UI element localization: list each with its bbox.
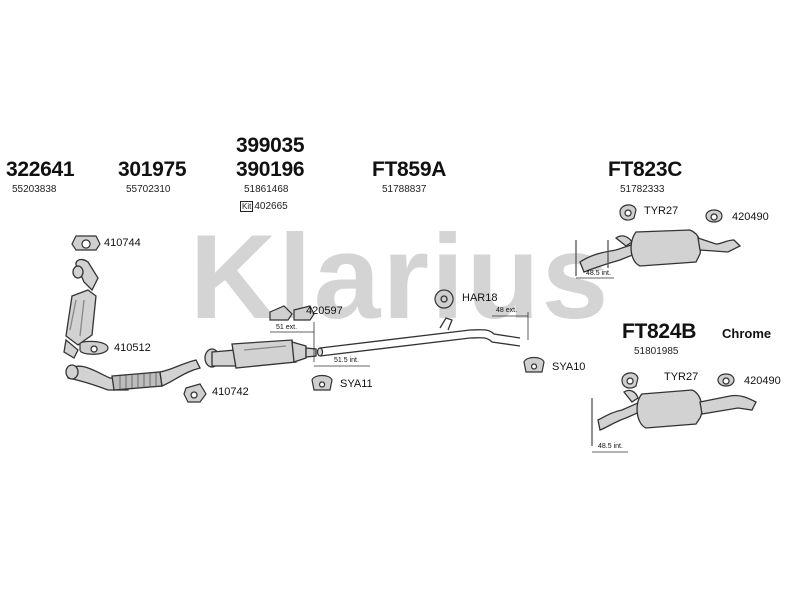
clamp-icon-420490-top — [705, 209, 723, 223]
fitting-label-420490-top: 420490 — [732, 211, 769, 223]
oem-number-ft859a: 51788837 — [382, 184, 427, 195]
oem-number-390196: 51861468 — [244, 184, 289, 195]
part-code-399035: 399035 — [236, 134, 305, 157]
part-code-390196: 390196 — [236, 158, 305, 181]
fitting-label-tyr27-bottom: TYR27 — [664, 371, 699, 383]
dimension-label-51-5-int: 51.5 int. — [334, 357, 359, 364]
clamp-icon-420490-bottom — [717, 373, 735, 387]
rubber-mount-icon-har18 — [434, 289, 454, 309]
part-code-ft824b: FT824B — [622, 320, 697, 343]
dimension-label-48-5-int-top: 48.5 int. — [586, 270, 611, 277]
watermark-logo: Klarius — [190, 210, 611, 344]
fitting-label-410512: 410512 — [114, 342, 151, 354]
dimension-label-48-5-int-bottom: 48.5 int. — [598, 443, 623, 450]
dimension-lines — [270, 277, 628, 453]
part-code-301975: 301975 — [118, 158, 187, 181]
fitting-label-sya11: SYA11 — [340, 378, 373, 390]
fitting-label-410744: 410744 — [104, 237, 141, 249]
fitting-label-sya10: SYA10 — [552, 361, 586, 373]
kit-number: 402665 — [254, 201, 288, 212]
fitting-label-har18: HAR18 — [462, 292, 498, 304]
clamp-kit-icon-420597 — [269, 305, 315, 321]
oem-number-322641: 55203838 — [12, 184, 57, 195]
fitting-label-410742: 410742 — [212, 386, 249, 398]
oem-number-301975: 55702310 — [126, 184, 171, 195]
fitting-label-420490-bottom: 420490 — [744, 375, 781, 387]
dimension-label-48-ext: 48 ext. — [496, 307, 518, 314]
rubber-mount-icon-sya10 — [523, 356, 545, 373]
fitting-label-420597: 420597 — [306, 305, 343, 317]
kit-badge: Kit — [240, 201, 254, 212]
rubber-mount-icon-sya11 — [311, 374, 333, 391]
rear-silencer-ft823c — [575, 229, 742, 276]
fitting-label-tyr27-top: TYR27 — [644, 205, 679, 217]
front-pipe-catalyst — [63, 258, 201, 391]
flange-gasket-icon-410744 — [71, 235, 101, 251]
center-catalyst — [204, 339, 317, 369]
oem-number-ft823c: 51782333 — [620, 184, 665, 195]
part-code-ft859a: FT859A — [372, 158, 447, 181]
chrome-label: Chrome — [722, 326, 772, 341]
middle-pipe — [316, 317, 521, 357]
part-code-322641: 322641 — [6, 158, 75, 181]
part-code-ft823c: FT823C — [608, 158, 683, 181]
flange-gasket-icon-410742 — [183, 383, 207, 403]
dimension-label-51-ext: 51 ext. — [276, 324, 298, 331]
rubber-mount-icon-tyr27-top — [619, 204, 637, 221]
flange-gasket-icon-410512 — [79, 340, 109, 355]
oem-number-ft824b: 51801985 — [634, 346, 679, 357]
rear-silencer-ft824b — [591, 389, 757, 446]
rubber-mount-icon-tyr27-bottom — [621, 372, 639, 389]
